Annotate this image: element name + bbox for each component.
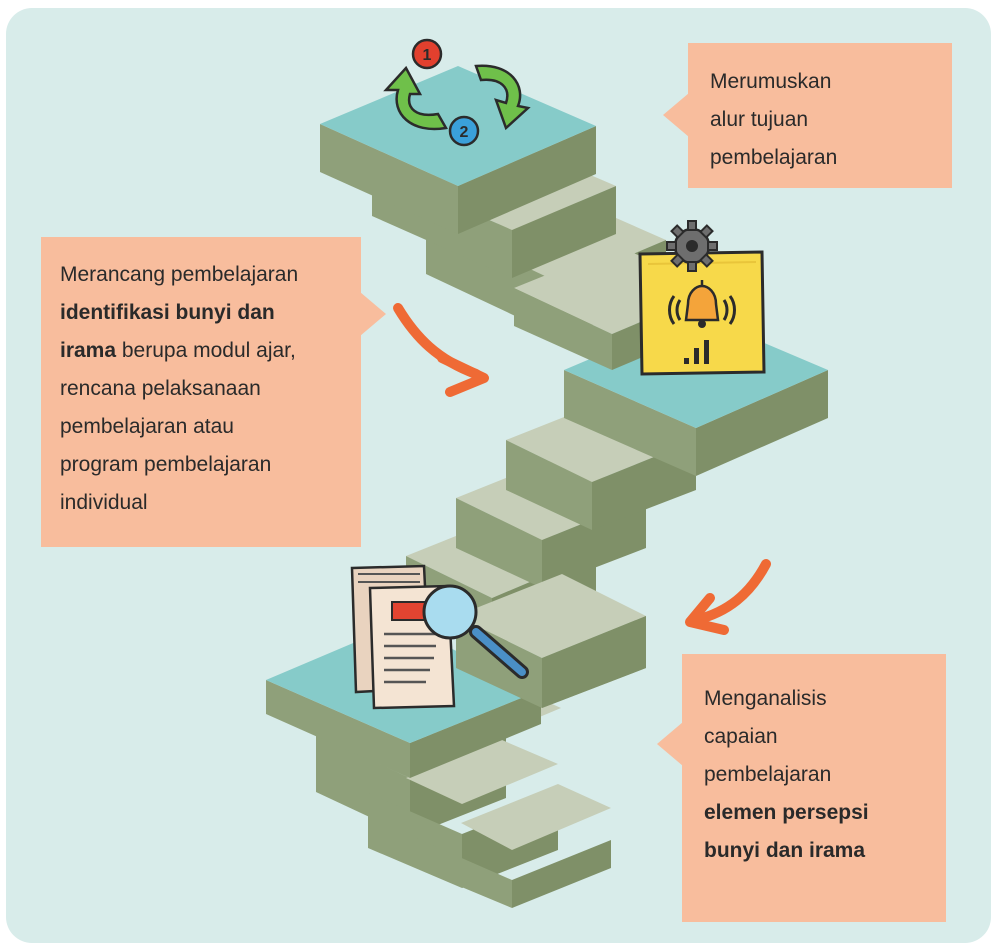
diagram-panel: .tread { fill: #c6ceb8; } .front { fill:… <box>6 8 991 943</box>
callout-text-line: Merancang pembelajaran <box>60 263 299 286</box>
callout-design-learning: Merancang pembelajaran identifikasi buny… <box>41 237 386 547</box>
callout-pointer <box>657 722 683 766</box>
callout-text-line: pembelajaran <box>710 146 838 169</box>
callout-text-line: berupa modul ajar, <box>116 339 296 362</box>
cycle-arrows-icon <box>383 38 531 147</box>
callout-text-line: pembelajaran <box>704 763 832 786</box>
callout-text-line: pembelajaran atau <box>60 415 234 438</box>
cycle-number-2: 2 <box>460 124 469 141</box>
document-search-icon <box>350 564 529 710</box>
callout-text-line: alur tujuan <box>710 108 809 131</box>
callout-bold-text: elemen persepsi <box>704 801 869 824</box>
callout-text-line: capaian <box>704 725 778 748</box>
arrow-to-middle <box>393 303 489 397</box>
callout-text-line: individual <box>60 491 148 514</box>
callout-bold-text: irama <box>60 339 117 362</box>
bell-notification-icon <box>638 220 766 376</box>
callout-pointer <box>360 292 386 336</box>
callout-formulate-learning-goals: Merumuskan alur tujuan pembelajaran <box>663 43 952 188</box>
callout-text-line: Menganalisis <box>704 687 827 710</box>
callout-bold-text: identifikasi bunyi dan <box>60 301 275 324</box>
callout-text-line: program pembelajaran <box>60 453 272 476</box>
arrow-to-bottom <box>685 559 771 635</box>
callout-analyze-achievement: Menganalisis capaian pembelajaran elemen… <box>657 654 946 922</box>
callout-pointer <box>663 93 689 137</box>
callout-bold-text: bunyi dan irama <box>704 839 866 862</box>
staircase-illustration: .tread { fill: #c6ceb8; } .front { fill:… <box>266 38 828 908</box>
cycle-number-1: 1 <box>423 47 432 64</box>
callout-text-line: rencana pelaksanaan <box>60 377 261 400</box>
callout-text-line: Merumuskan <box>710 70 832 93</box>
